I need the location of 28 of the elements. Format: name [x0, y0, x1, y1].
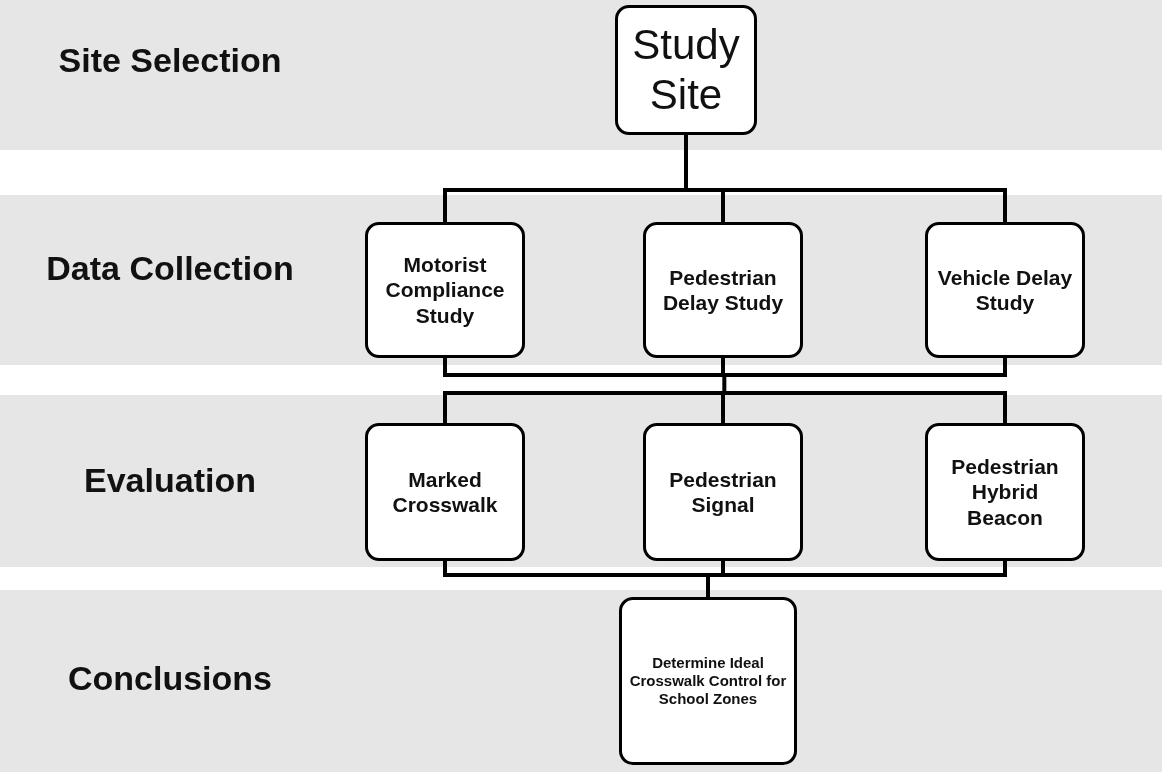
stage-label: Data Collection: [45, 248, 295, 289]
start-box: [615, 5, 757, 135]
stage-label: Evaluation: [83, 460, 257, 501]
connector-line: [722, 375, 727, 393]
connector-line: [724, 391, 1007, 423]
process-box: [643, 423, 803, 561]
process-box: [925, 222, 1085, 358]
node-label: Study Site: [631, 19, 741, 120]
connector-line: [686, 188, 1007, 222]
process-box: [925, 423, 1085, 561]
process-box: [365, 222, 525, 358]
process-box: [365, 423, 525, 561]
connector-line: [724, 358, 1007, 377]
process-box: [619, 597, 797, 765]
node-label: Determine Ideal Crosswalk Control for School Zones: [628, 654, 788, 708]
node-label: Marked Crosswalk: [391, 466, 499, 518]
node-label: Motorist Compliance Study: [384, 252, 506, 328]
connector-line: [443, 188, 686, 222]
connector-line: [721, 358, 726, 377]
stage-label: Site Selection: [57, 40, 283, 81]
node-label: Vehicle Delay Study: [936, 264, 1074, 316]
node-label: Pedestrian Signal: [668, 466, 778, 518]
process-box: [643, 222, 803, 358]
node-label: Pedestrian Hybrid Beacon: [950, 454, 1060, 530]
stage-label: Conclusions: [67, 658, 273, 699]
node-label: Pedestrian Delay Study: [661, 264, 785, 316]
connector-line: [443, 561, 708, 577]
connector-line: [721, 391, 726, 423]
